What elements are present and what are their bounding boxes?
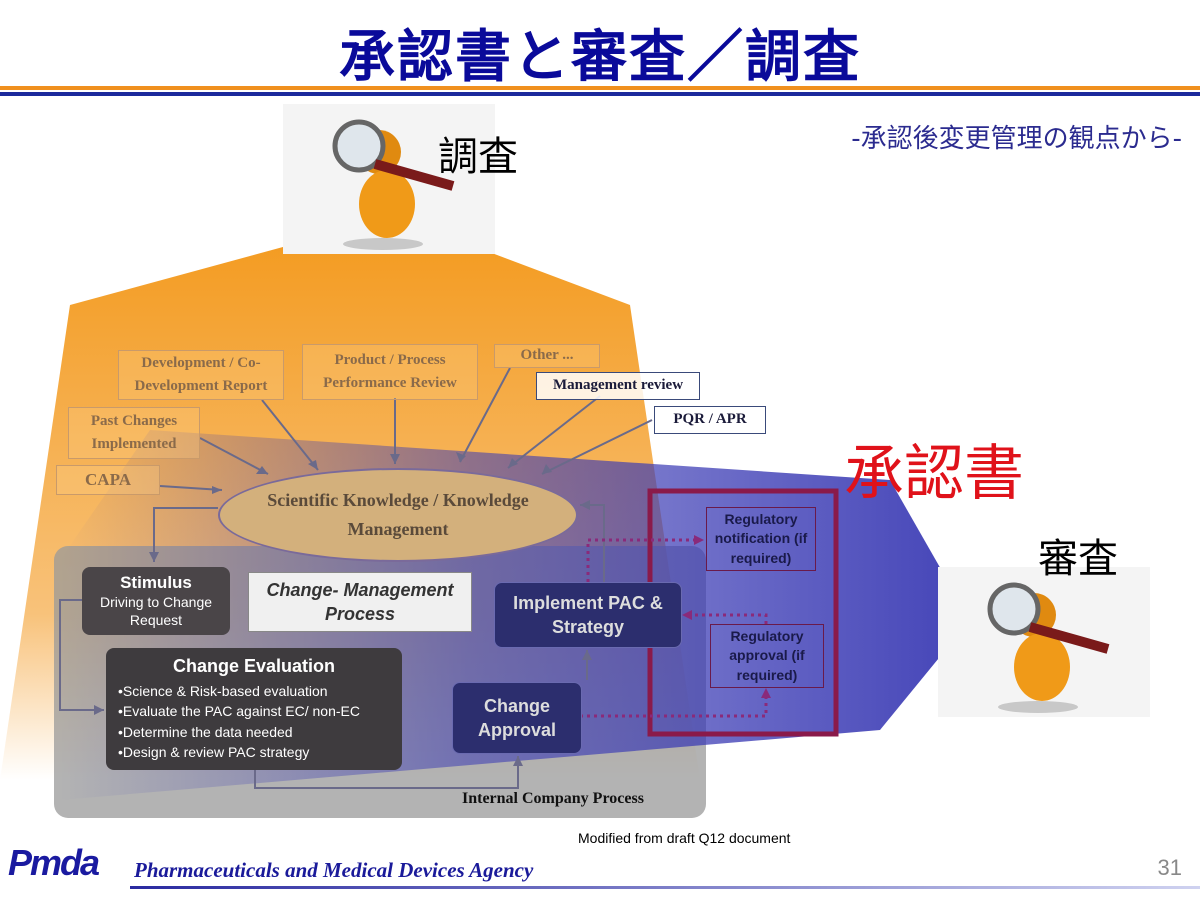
evaluation-bullet: •Design & review PAC strategy <box>118 743 310 760</box>
magnifying-glass-icon <box>332 119 386 173</box>
pmda-logo: Pmda <box>8 842 100 883</box>
implement-pac-box: Implement PAC & Strategy <box>494 582 682 648</box>
input-other: Other ... <box>494 344 600 368</box>
agency-name: Pharmaceuticals and Medical Devices Agen… <box>134 858 534 882</box>
input-capa: CAPA <box>56 465 160 495</box>
change-evaluation-heading: Change Evaluation <box>172 656 336 676</box>
regulatory-approval-box: Regulatory approval (if required) <box>710 624 824 688</box>
page-title: 承認書と審査／調査 <box>339 25 861 90</box>
page-number: 31 <box>1157 855 1182 880</box>
inspector-figure-image <box>283 104 495 254</box>
stimulus-text: Driving to Change Request <box>99 594 213 629</box>
input-management-review: Management review <box>536 372 700 400</box>
stimulus-heading: Stimulus <box>120 573 192 592</box>
change-approval-box: Change Approval <box>452 682 582 754</box>
change-evaluation-box: Change Evaluation •Science & Risk-based … <box>106 648 402 770</box>
evaluation-bullet: •Determine the data needed <box>118 723 293 740</box>
approval-document-label: 承認書 <box>844 439 1024 509</box>
input-past-changes: Past Changes Implemented <box>68 407 200 459</box>
evaluation-bullet: •Evaluate the PAC against EC/ non-EC <box>118 703 360 720</box>
inspection-label: 調査 <box>438 134 518 180</box>
change-evaluation-list: •Science & Risk-based evaluation •Evalua… <box>118 681 402 762</box>
input-product-review: Product / Process Performance Review <box>302 344 478 400</box>
source-note: Modified from draft Q12 document <box>578 830 791 846</box>
title-rule-orange <box>0 86 1200 90</box>
evaluation-bullet: •Science & Risk-based evaluation <box>118 683 328 699</box>
title-rule-blue <box>0 92 1200 96</box>
internal-process-label: Internal Company Process <box>462 790 644 807</box>
magnifying-glass-icon <box>987 582 1041 636</box>
footer-rule <box>130 886 1200 889</box>
reviewer-figure-image <box>938 567 1150 717</box>
regulatory-notification-box: Regulatory notification (if required) <box>706 507 816 571</box>
subtitle: -承認後変更管理の観点から- <box>851 124 1182 154</box>
knowledge-management-ellipse: Scientific Knowledge / Knowledge Managem… <box>218 468 578 562</box>
change-management-process-label: Change- Management Process <box>248 572 472 632</box>
review-label: 審査 <box>1038 536 1118 582</box>
stimulus-box: Stimulus Driving to Change Request <box>82 567 230 635</box>
input-development-report: Development / Co-Development Report <box>118 350 284 400</box>
input-pqr-apr: PQR / APR <box>654 406 766 434</box>
